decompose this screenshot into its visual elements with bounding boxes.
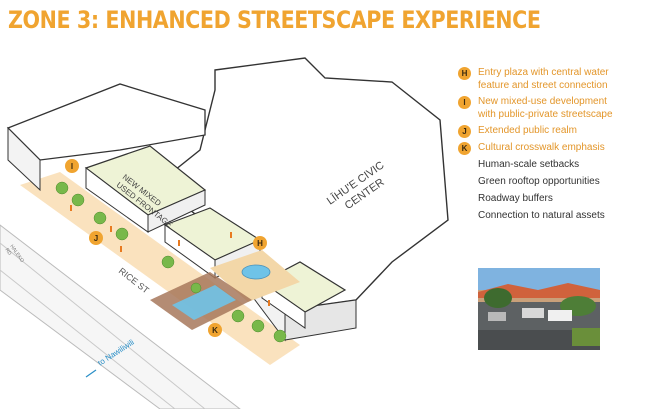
legend-badge-i: I	[458, 96, 471, 109]
marker-h: H	[253, 236, 267, 250]
note-item: Connection to natural assets	[458, 209, 648, 226]
legend-item-j: J Extended public realm	[458, 124, 648, 141]
legend-badge-h: H	[458, 67, 471, 80]
legend-badge-j: J	[458, 125, 471, 138]
note-item: Human-scale setbacks	[458, 158, 648, 175]
water-feature	[242, 265, 270, 279]
svg-text:J: J	[94, 234, 98, 243]
photo-illustration	[478, 268, 600, 350]
legend-text: Extended public realm	[478, 124, 577, 137]
legend-item-k: K Cultural crosswalk emphasis	[458, 141, 648, 158]
note-item: Green rooftop opportunities	[458, 175, 648, 192]
streetscape-photo	[478, 268, 600, 350]
legend-text: Cultural crosswalk emphasis	[478, 141, 605, 154]
marker-j: J	[89, 231, 103, 245]
svg-text:H: H	[257, 239, 263, 248]
marker-i: I	[65, 159, 79, 173]
site-diagram: NEW MIXED USED FRONTAGE LĪHU'E CIVIC CEN…	[0, 0, 455, 409]
svg-text:I: I	[71, 162, 73, 171]
legend-badge-k: K	[458, 142, 471, 155]
marker-k: K	[208, 323, 222, 337]
svg-text:K: K	[212, 326, 218, 335]
note-item: Roadway buffers	[458, 192, 648, 209]
